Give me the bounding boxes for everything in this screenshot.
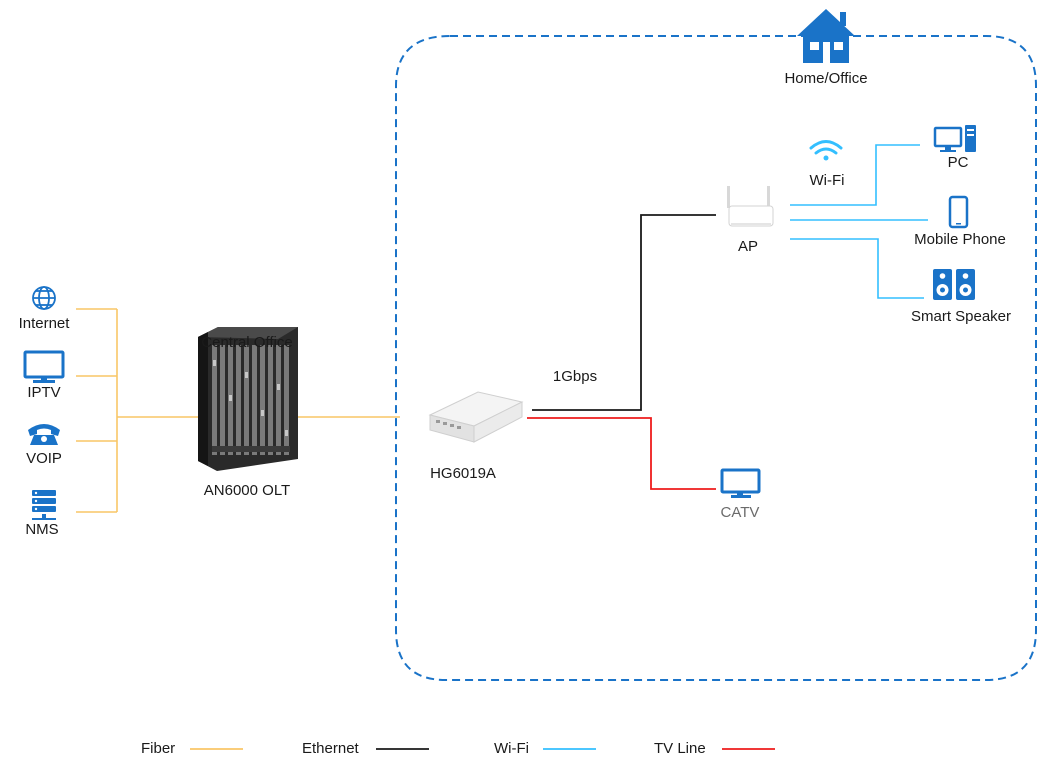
client-label-smart-speaker: Smart Speaker <box>910 308 1012 325</box>
service-label-internet: Internet <box>18 315 70 332</box>
mobile-phone-icon <box>948 195 969 229</box>
telephone-icon <box>28 424 60 445</box>
central-office-label: Central Office <box>201 334 293 351</box>
tv-line-link <box>527 417 716 490</box>
legend-tv-line-label: TV Line <box>654 740 706 757</box>
globe-icon <box>32 286 56 310</box>
legend-wifi-label: Wi-Fi <box>494 740 529 757</box>
server-icon <box>32 490 56 520</box>
home-office-label: Home/Office <box>784 70 868 87</box>
ont-device-image <box>428 391 524 443</box>
monitor-icon <box>23 350 65 383</box>
wifi-links <box>790 144 928 299</box>
ethernet-link <box>532 214 716 411</box>
legend-fiber-label: Fiber <box>141 740 176 757</box>
olt-chassis-image <box>198 327 298 471</box>
pc-icon <box>933 125 976 152</box>
service-label-nms: NMS <box>25 521 59 538</box>
service-label-iptv: IPTV <box>27 384 61 401</box>
access-point-image <box>727 186 774 227</box>
catv-label: CATV <box>720 504 760 521</box>
olt-device-label: AN6000 OLT <box>203 482 291 499</box>
client-label-pc: PC <box>947 154 969 171</box>
wifi-icon <box>809 140 843 161</box>
home-icon <box>797 9 855 63</box>
client-label-mobile-phone: Mobile Phone <box>914 231 1006 248</box>
legend-ethernet-label: Ethernet <box>302 740 359 757</box>
speaker-icon <box>933 269 975 300</box>
ap-label: AP <box>737 238 759 255</box>
fiber-links <box>76 308 400 513</box>
tv-icon <box>720 468 761 498</box>
home-office-boundary <box>395 35 1037 681</box>
service-label-voip: VOIP <box>26 450 62 467</box>
link-speed-label: 1Gbps <box>552 368 598 385</box>
ont-device-label: HG6019A <box>430 465 496 482</box>
wifi-label: Wi-Fi <box>809 172 845 189</box>
